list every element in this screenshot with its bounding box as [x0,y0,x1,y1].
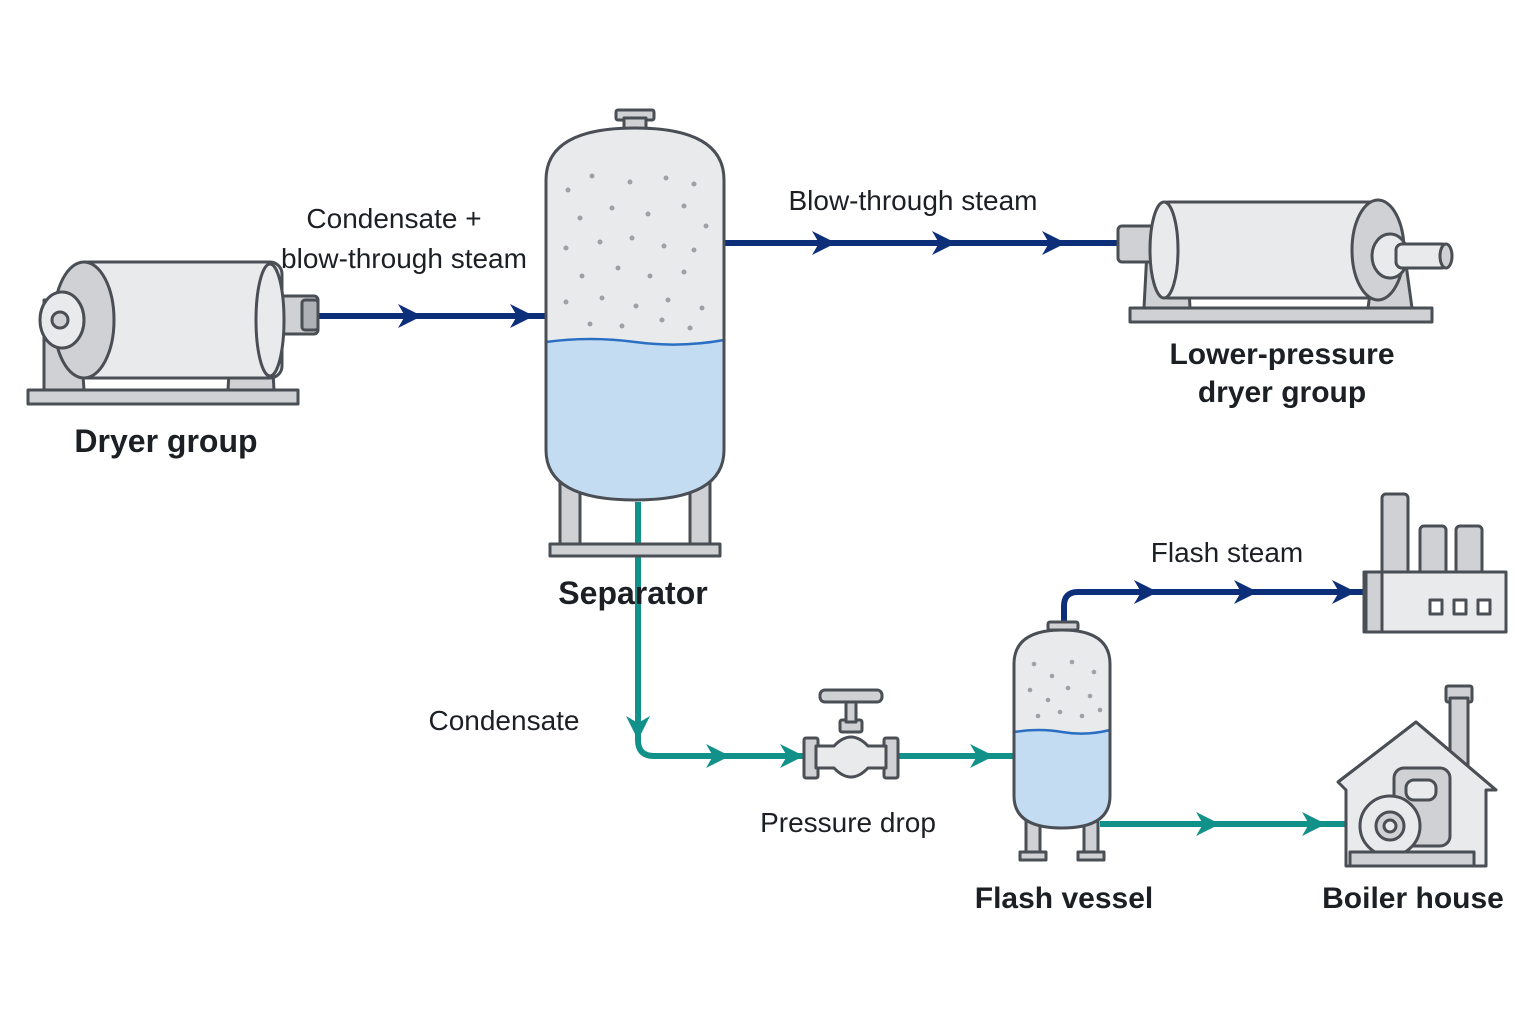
lower-pressure-dryer-cylinder-icon [1116,198,1454,324]
label-lower-pressure-line2: dryer group [1198,376,1366,409]
separator-vessel-icon [544,108,726,558]
valve-icon [802,688,900,780]
label-pressure-drop: Pressure drop [760,807,936,838]
label-inlet-line2: blow-through steam [281,243,527,274]
label-separator: Separator [558,575,707,611]
label-dryer-group: Dryer group [74,423,257,459]
boiler-house-icon [1336,684,1498,868]
factory-icon [1362,492,1508,634]
flash-steam-line [1061,580,1366,628]
flash-vessel-icon [1012,620,1112,862]
inlet-steam-line [318,304,546,328]
label-boiler-house: Boiler house [1322,882,1504,915]
dryer-cylinder-icon [26,260,320,406]
condensate-line [626,502,1014,768]
label-flash-steam: Flash steam [1151,537,1304,568]
blow-through-steam-line [724,231,1122,255]
return-condensate-line [1100,812,1346,836]
label-lower-pressure-line1: Lower-pressure [1169,338,1394,371]
label-condensate: Condensate [428,705,579,736]
label-inlet-line1: Condensate + [306,203,481,234]
label-blow-through-steam: Blow-through steam [788,185,1037,216]
label-flash-vessel: Flash vessel [975,882,1153,915]
